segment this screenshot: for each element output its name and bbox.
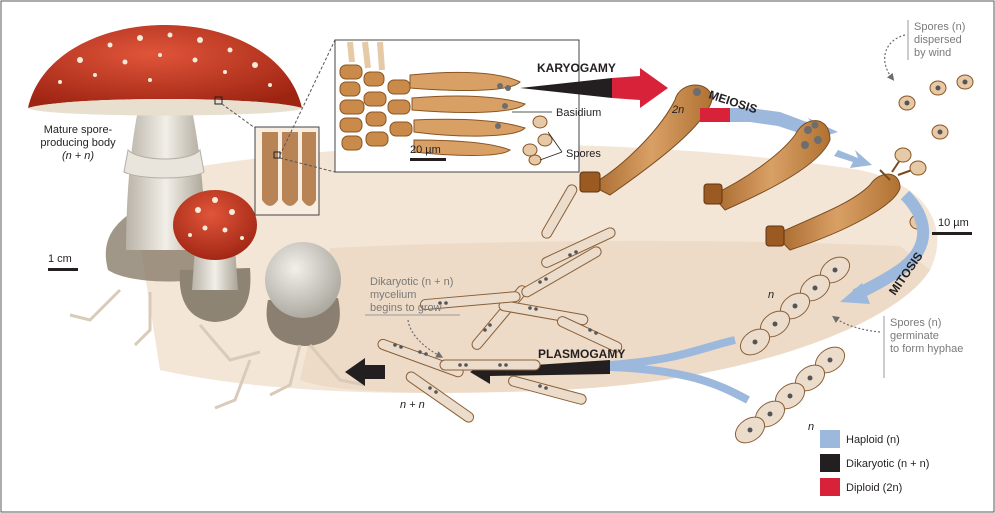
- legend-label-haploid: Haploid (n): [846, 434, 900, 446]
- haploid-n-upper: n: [768, 289, 774, 301]
- spores-germinate-line1: Spores (n): [890, 317, 941, 329]
- spores-dispersed-line2: dispersed: [914, 34, 962, 46]
- mycelium-line2: mycelium: [370, 289, 416, 301]
- diploid-2n-label: 2n: [671, 104, 684, 116]
- mature-body-label-line3: (n + n): [62, 150, 94, 162]
- button-mushroom: [265, 242, 341, 346]
- dikaryotic-n-plus-n: n + n: [400, 399, 425, 411]
- karyogamy-label: KARYOGAMY: [537, 61, 616, 75]
- spores-dispersed-line3: by wind: [914, 47, 951, 59]
- scale-1cm-label: 1 cm: [48, 253, 72, 265]
- legend-swatch-haploid: [820, 430, 840, 448]
- scale-20um-label: 20 µm: [410, 144, 441, 156]
- spores-germinate-line2: germinate: [890, 330, 939, 342]
- legend-label-dikaryotic: Dikaryotic (n + n): [846, 458, 929, 470]
- scale-bar-10um: [932, 232, 972, 235]
- spores-dispersed-line1: Spores (n): [914, 21, 965, 33]
- basidium-label: Basidium: [556, 107, 601, 119]
- legend-label-diploid: Diploid (2n): [846, 482, 902, 494]
- mature-body-label-line1: Mature spore-: [44, 124, 113, 136]
- plasmogamy-label: PLASMOGAMY: [538, 347, 625, 361]
- legend-swatch-diploid: [820, 478, 840, 496]
- mycelium-line3: begins to grow: [370, 302, 442, 314]
- legend-swatch-dikaryotic: [820, 454, 840, 472]
- basidium-inset: [335, 40, 579, 172]
- haploid-n-lower: n: [808, 421, 814, 433]
- spores-label: Spores: [566, 148, 601, 160]
- mature-body-label-line2: producing body: [40, 137, 116, 149]
- scale-bar-1cm: [48, 268, 78, 271]
- mycelium-line1: Dikaryotic (n + n): [370, 276, 453, 288]
- spores-germinate-line3: to form hyphae: [890, 343, 963, 355]
- scale-10um-label: 10 µm: [938, 217, 969, 229]
